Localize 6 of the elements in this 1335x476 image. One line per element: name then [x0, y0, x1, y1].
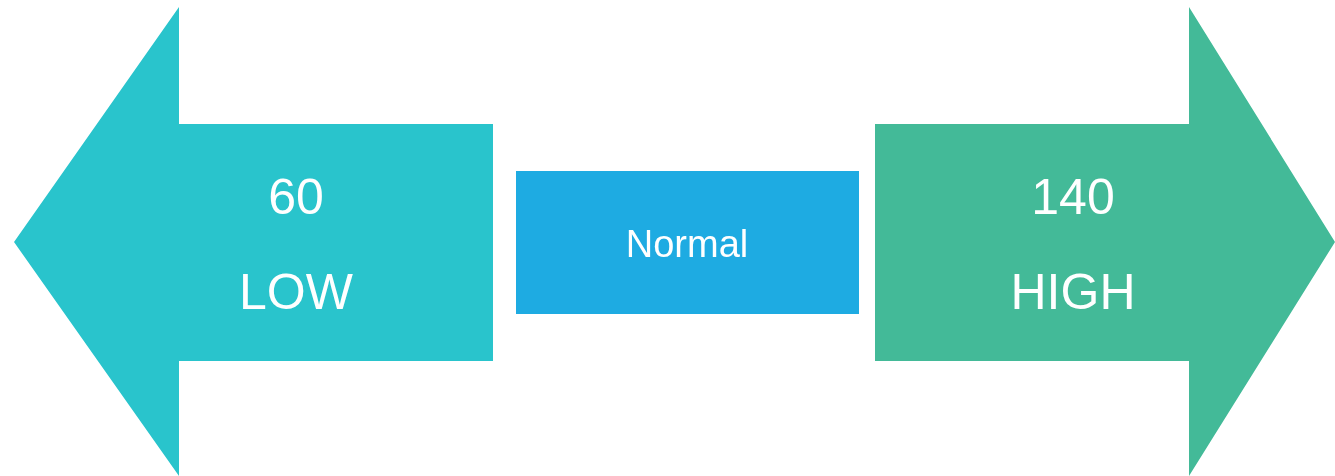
level-label: LOW [239, 267, 353, 317]
value-label: 60 [268, 172, 324, 222]
range-box [516, 171, 859, 314]
range-label: Normal [625, 225, 749, 263]
level-label: HIGH [1010, 267, 1136, 317]
value-label: 140 [1031, 172, 1115, 222]
